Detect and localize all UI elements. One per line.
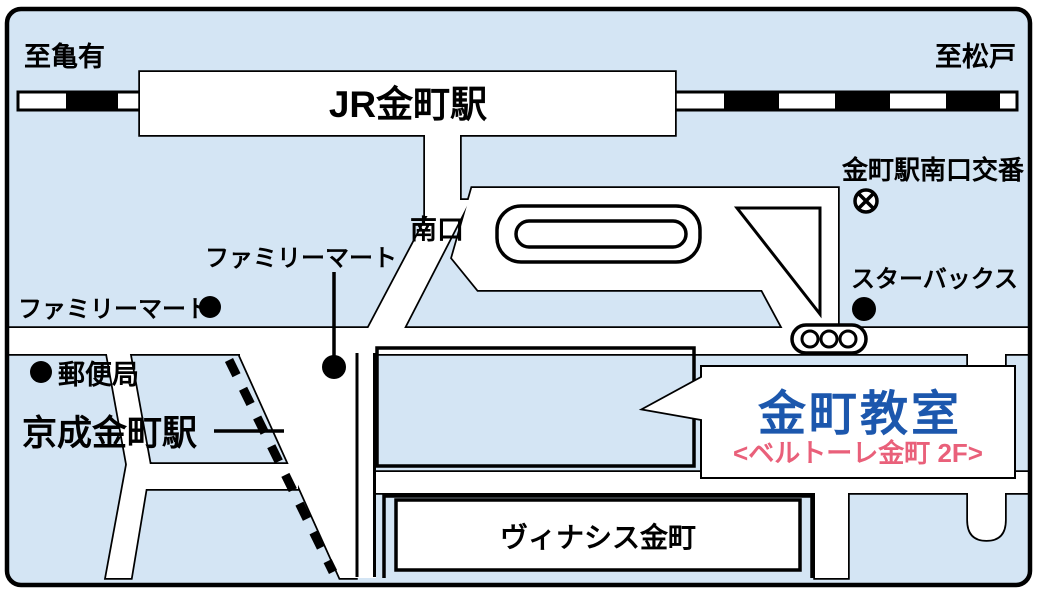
familymart-upper-label: ファミリーマート (205, 245, 397, 272)
keisei-station-label: 京成金町駅 (22, 413, 197, 453)
starbucks-dot-icon (852, 297, 876, 321)
rotary-island-outer-ring (495, 204, 702, 264)
railway-segment (835, 92, 890, 110)
railway-segment (946, 92, 1000, 110)
rotary-island-center (514, 219, 688, 249)
map-border (4, 6, 1033, 588)
post-office-label: 郵便局 (58, 360, 139, 390)
post-office-dot-icon (30, 361, 52, 383)
direction-label-kameari: 至亀有 (24, 42, 105, 72)
keisei-railway-dashed-line (224, 358, 338, 574)
classroom-callout-subtitle: <ベルトーレ金町 2F> (733, 438, 983, 468)
vinacis-building (394, 498, 802, 572)
center-vertical-road (355, 332, 376, 578)
rotary-island (495, 204, 822, 319)
traffic-signal-icon (790, 323, 868, 355)
rotary-corner-island (733, 206, 822, 319)
vinacis-block-outline (382, 494, 814, 578)
railway-segment (724, 92, 779, 110)
direction-label-matsudo: 至松戸 (935, 42, 1016, 72)
starbucks-label: スターバックス (851, 266, 1018, 293)
familymart-upper-dot-icon (322, 355, 346, 379)
police-box-label: 金町駅南口交番 (841, 155, 1025, 185)
classroom-callout: 金町教室 <ベルトーレ金町 2F> (638, 365, 1016, 479)
classroom-callout-title: 金町教室 (757, 388, 962, 441)
jr-station-label: JR金町駅 (329, 83, 487, 125)
familymart-lower-label: ファミリーマート (18, 296, 210, 323)
callout-box (702, 367, 1014, 477)
road-network-fills (8, 72, 1029, 578)
police-box-icon (853, 188, 879, 214)
railway-segment (66, 92, 118, 110)
vinacis-label: ヴィナシス金町 (500, 521, 696, 553)
south-exit-label: 南口 (410, 215, 464, 245)
familymart-lower-dot-icon (199, 296, 221, 318)
